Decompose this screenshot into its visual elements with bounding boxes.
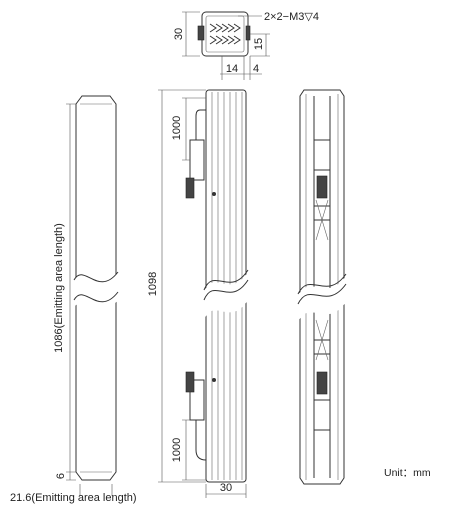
dim-30-bottom-label: 30 (220, 482, 232, 494)
cross-section-view (182, 11, 270, 80)
emitting-width-label: 21.6(Emitting area length) (10, 492, 137, 504)
unit-label: Unit：mm (384, 467, 431, 479)
emitting-length-label: 1086(Emitting area length) (53, 223, 65, 353)
dim-14-label: 14 (226, 63, 238, 75)
back-view (297, 89, 347, 485)
dim-1098-label: 1098 (147, 272, 159, 296)
dim-30-top-label: 30 (173, 28, 185, 40)
side-view (158, 89, 249, 498)
thread-note-label: 2×2−M3▽4 (264, 11, 319, 23)
dim-1000-lower-label: 1000 (171, 438, 183, 462)
dim-6-label: 6 (55, 473, 67, 479)
front-view (66, 95, 119, 496)
dim-15-label: 15 (253, 38, 265, 50)
dim-1000-upper-label: 1000 (171, 116, 183, 140)
dim-4-label: 4 (253, 63, 259, 75)
